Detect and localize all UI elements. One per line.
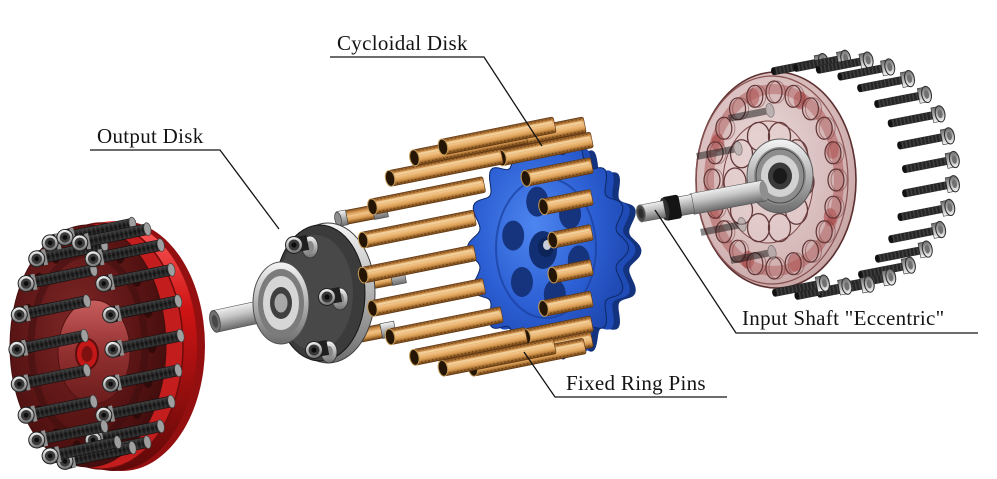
ring-pin <box>367 278 486 317</box>
ring-pin <box>547 224 594 249</box>
cap-screw <box>10 363 91 393</box>
mounting-screw <box>887 105 946 128</box>
ring-pin <box>437 116 557 156</box>
mounting-screw <box>858 256 916 279</box>
ring-pin <box>367 176 486 216</box>
ring-pin <box>437 338 557 377</box>
cap-screw <box>104 328 185 358</box>
ghost-screw <box>728 103 775 122</box>
mounting-screw <box>888 220 947 244</box>
fixed-ring-pins <box>357 116 594 377</box>
ring-pin <box>538 290 594 317</box>
cap-screw <box>95 394 176 424</box>
ring-pin <box>357 244 477 284</box>
leader-cycloidal-disk <box>330 56 543 147</box>
mounting-screw <box>874 240 933 263</box>
label-fixed-ring-pins: Fixed Ring Pins <box>566 371 706 395</box>
ring-pin <box>409 327 528 366</box>
label-cycloidal-disk: Cycloidal Disk <box>337 31 468 55</box>
cap-screw <box>71 222 152 252</box>
cap-screw <box>17 263 98 293</box>
cap-screw <box>84 238 165 268</box>
mounting-screw <box>874 85 933 109</box>
ghost-screw <box>696 141 743 160</box>
mounting-screw <box>857 69 915 93</box>
ghost-screw <box>700 217 747 236</box>
ghost-screw <box>730 245 777 264</box>
output-housing-disk <box>8 216 205 471</box>
ring-pin <box>538 189 594 216</box>
socket-screw-head <box>318 286 343 306</box>
output-disk <box>209 201 407 364</box>
ring-pin <box>384 148 504 187</box>
cap-screw <box>10 294 91 324</box>
mounting-screw <box>772 274 830 297</box>
mounting-screw <box>897 127 955 150</box>
output-bearing <box>252 261 310 345</box>
socket-screw-head <box>305 339 330 359</box>
mounting-screw <box>837 58 896 81</box>
leader-input-shaft <box>654 209 978 334</box>
cap-screw <box>102 294 183 324</box>
input-screw-ring <box>771 49 960 300</box>
leader-lines <box>90 56 978 398</box>
leader-output-disk <box>90 149 280 230</box>
cap-screw <box>8 328 89 358</box>
mounting-screw <box>902 175 960 198</box>
ring-pin <box>357 209 477 249</box>
cap-screw <box>28 419 109 449</box>
cap-screw <box>102 363 183 393</box>
ring-pin <box>384 306 504 346</box>
socket-screw-head <box>285 234 310 254</box>
mounting-screw <box>815 51 874 74</box>
leader-fixed-ring-pins <box>523 351 727 398</box>
ring-pin <box>547 259 594 284</box>
cap-screw <box>41 435 122 465</box>
mounting-screw <box>902 150 960 174</box>
ring-pin <box>520 157 594 187</box>
input-shaft-eccentric <box>635 49 960 300</box>
label-output-disk: Output Disk <box>97 124 204 148</box>
housing-screws <box>8 216 185 470</box>
cap-screw <box>17 394 98 424</box>
cap-screw <box>95 263 176 293</box>
label-input-shaft: Input Shaft "Eccentric" <box>742 306 945 330</box>
mounting-screw <box>897 198 956 222</box>
